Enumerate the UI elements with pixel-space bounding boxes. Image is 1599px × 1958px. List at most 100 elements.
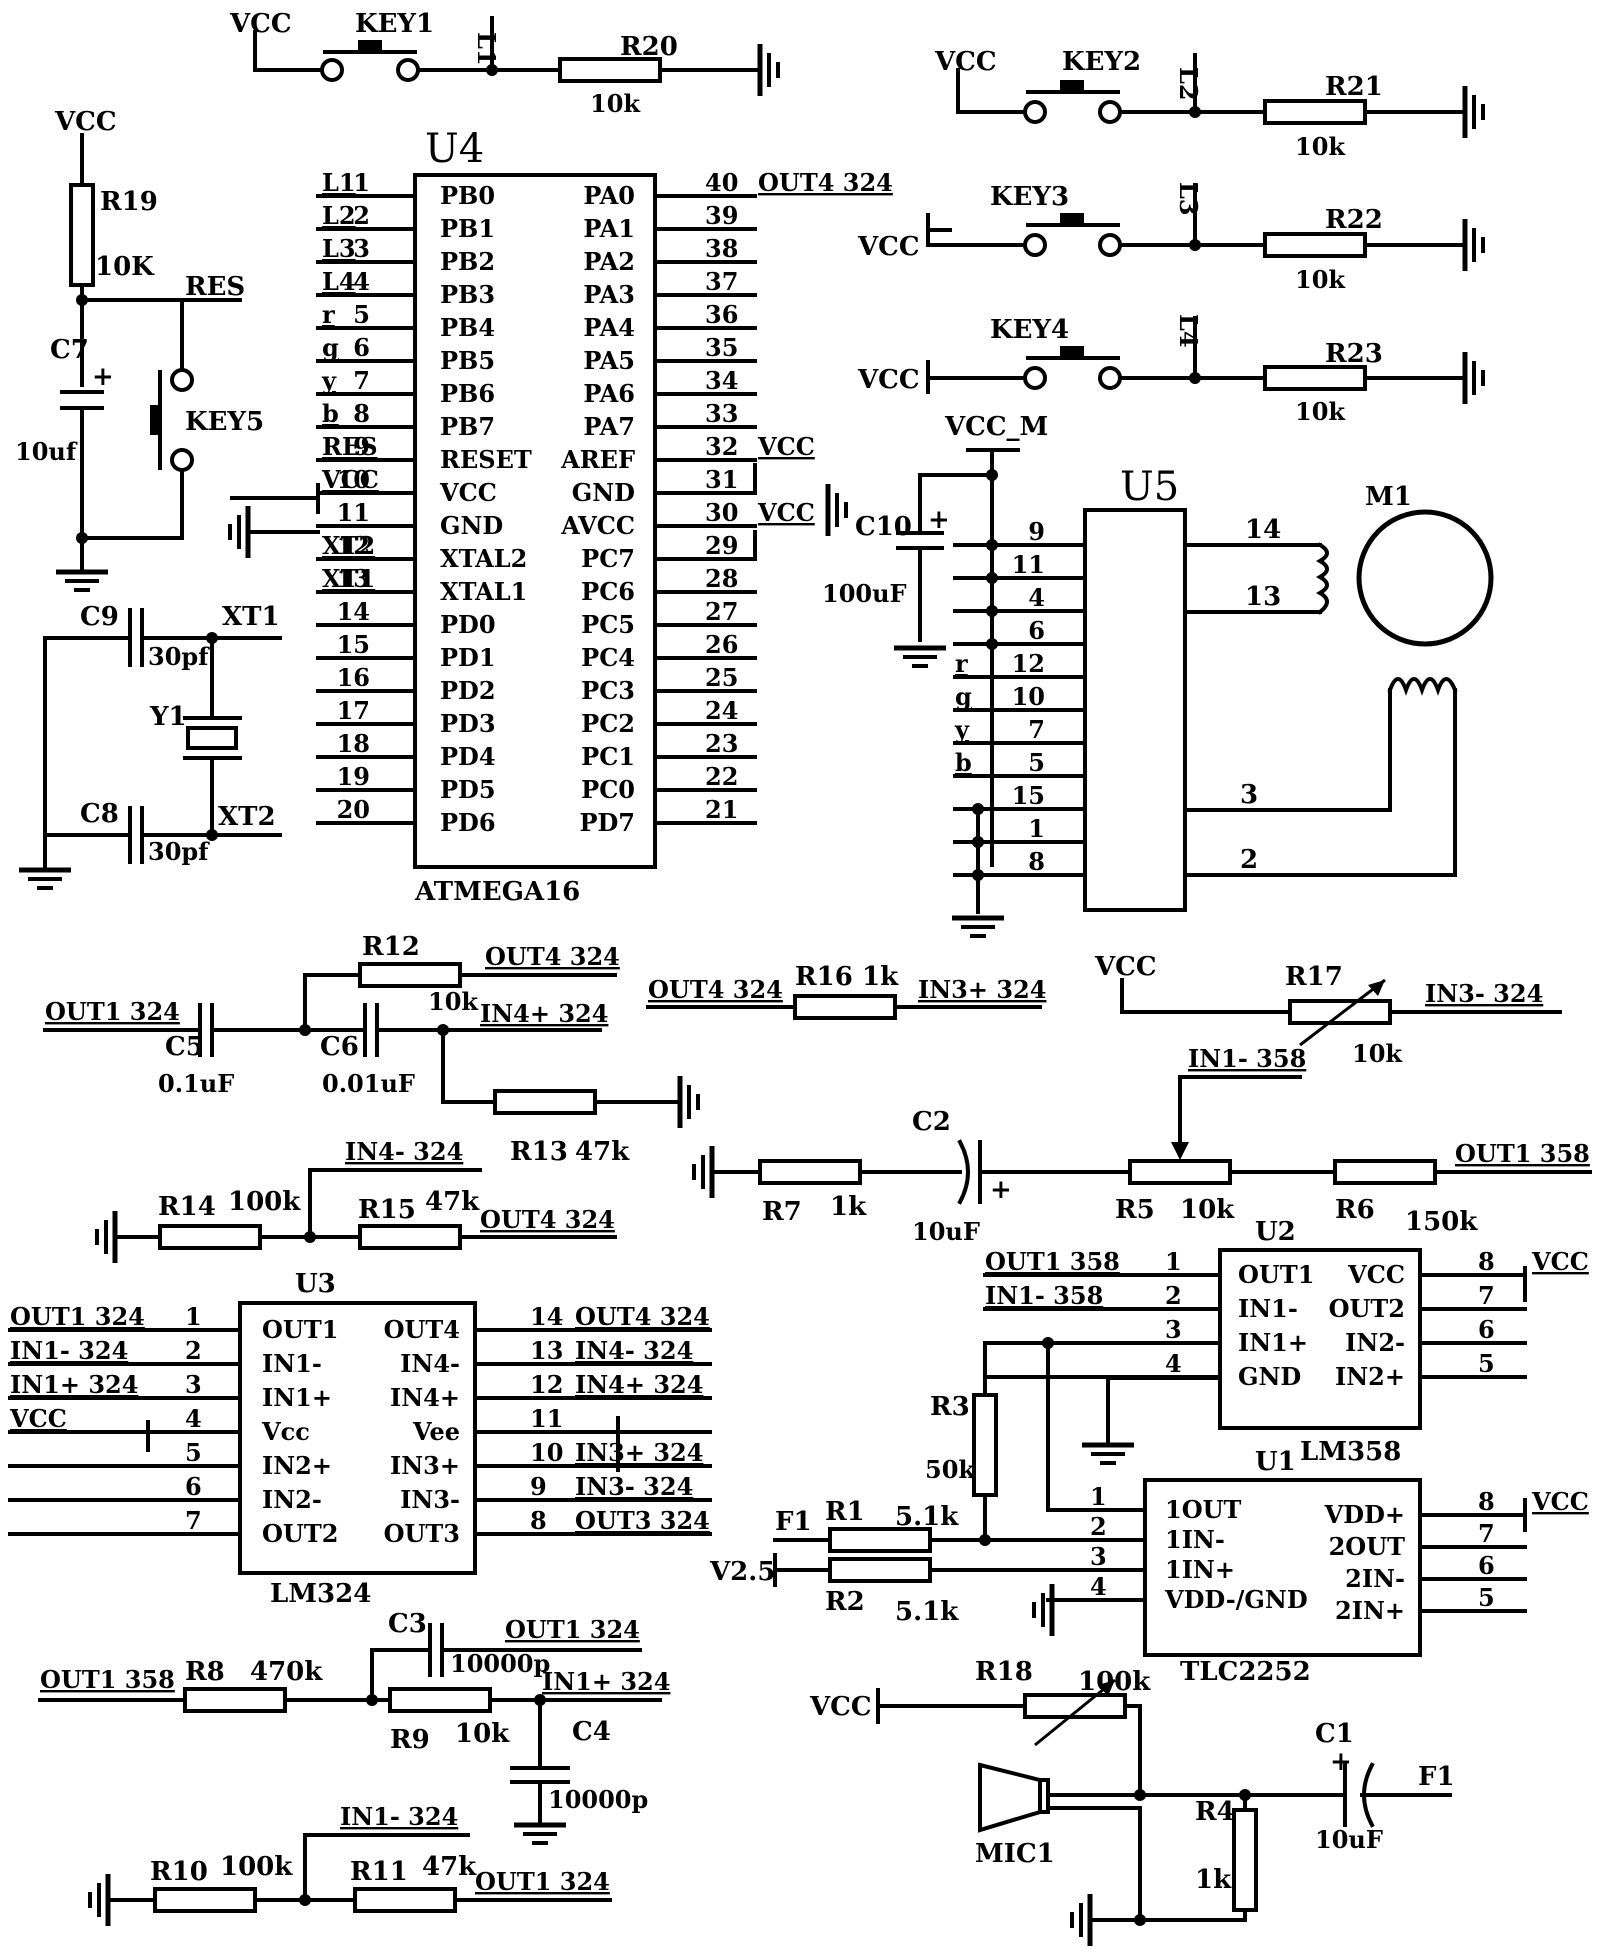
u3-right-pin-number: 8 xyxy=(530,1506,547,1535)
c4-label: C4 xyxy=(572,1717,611,1747)
svg-text:+: + xyxy=(92,362,114,392)
u2-left-pin-number: 4 xyxy=(1165,1349,1182,1378)
u4-left-pin-number: 12 xyxy=(337,531,370,560)
r18-label: R18 xyxy=(975,1657,1033,1687)
u1-left-pin-name: VDD-/GND xyxy=(1164,1585,1308,1614)
reset-circuit: VCC R19 10K RES C7 + 10uf KEY5 xyxy=(15,107,264,590)
u4-right-pin-number: 26 xyxy=(705,630,738,659)
u3-left-pin-number: 1 xyxy=(185,1302,202,1331)
r21-label: R21 xyxy=(1325,72,1383,102)
key4-circuit: VCC KEY4 L4 R23 10k xyxy=(857,314,1483,426)
u5-pin-13: 13 xyxy=(1245,582,1281,612)
u3-right-pin-number: 9 xyxy=(530,1472,547,1501)
u5-pin-2: 2 xyxy=(1240,845,1258,875)
u4-right-pin-name: PD7 xyxy=(579,808,635,837)
reset-vcc-label: VCC xyxy=(54,107,117,137)
r16-value: 1k xyxy=(862,962,899,992)
u5-left-pin-net: r xyxy=(955,649,968,678)
key3-line-label: L3 xyxy=(1174,182,1203,216)
u4-left-pin-net: y xyxy=(321,366,337,395)
u4-left-pin-number: 16 xyxy=(337,663,370,692)
u4-left-pin-number: 10 xyxy=(337,465,370,494)
r9-value: 10k xyxy=(455,1719,510,1749)
u3-left-pin-net: VCC xyxy=(9,1404,67,1433)
c9-label: C9 xyxy=(80,602,119,632)
u4-left-pin-net: L2 xyxy=(322,201,356,230)
filter2-net-label: IN1+ 324 xyxy=(542,1667,670,1696)
r6-value: 150k xyxy=(1405,1207,1478,1237)
filter2-in-label: OUT1 358 xyxy=(40,1665,175,1694)
key4-label: KEY4 xyxy=(990,315,1069,345)
u4-left-pin-number: 6 xyxy=(353,333,370,362)
u3-right-pin-name: IN3- xyxy=(400,1485,460,1514)
u4-right-pin-name: PC6 xyxy=(581,577,635,606)
u5-left-pin-number: 11 xyxy=(1012,550,1045,579)
c1-label: C1 xyxy=(1315,1719,1354,1749)
key2-line-label: L2 xyxy=(1174,67,1203,101)
u4-left-pin-name: VCC xyxy=(439,478,497,507)
u5-left-pin-number: 9 xyxy=(1028,517,1045,546)
u3-left-pin-number: 3 xyxy=(185,1370,202,1399)
u4-right-pin-number: 24 xyxy=(705,696,738,725)
u3-right-pin-net: OUT4 324 xyxy=(575,1302,710,1331)
r23-value: 10k xyxy=(1295,397,1346,426)
u4-left-pin-net: L1 xyxy=(322,168,356,197)
u2-part: LM358 xyxy=(1300,1437,1401,1467)
key3-label: KEY3 xyxy=(990,182,1069,212)
u4-right-pin-number: 33 xyxy=(705,399,738,428)
xt1-label: XT1 xyxy=(222,602,280,632)
c4-value: 10000p xyxy=(548,1785,648,1814)
u4-left-pin-number: 13 xyxy=(337,564,370,593)
r7-label: R7 xyxy=(762,1197,802,1227)
c3-label: C3 xyxy=(388,1609,427,1639)
u5-left-pin-number: 8 xyxy=(1028,847,1045,876)
u4-left-pin-net: g xyxy=(322,333,339,362)
u4-left-pin-net: XT1 xyxy=(322,564,375,593)
r20-label: R20 xyxy=(620,32,678,62)
filter1-circuit: OUT1 324 C5 0.1uF C6 0.01uF R12 10k OUT4… xyxy=(43,932,698,1167)
u4-left-pin-name: PD4 xyxy=(440,742,496,771)
r19-label: R19 xyxy=(100,187,158,217)
u2-right-pin-net: VCC xyxy=(1531,1247,1589,1276)
u2-left-pin-name: GND xyxy=(1238,1362,1301,1391)
u4-right-pin-number: 28 xyxy=(705,564,738,593)
r17-value: 10k xyxy=(1352,1039,1403,1068)
u4-right-pin-name: PA0 xyxy=(583,181,635,210)
u5-left-pin-number: 4 xyxy=(1028,583,1045,612)
u1-left-pin-number: 2 xyxy=(1090,1512,1107,1541)
u4-right-pin-number: 29 xyxy=(705,531,738,560)
u3-right-pin-net: IN3- 324 xyxy=(575,1472,693,1501)
motor-label: M1 xyxy=(1365,482,1412,512)
gain4-net-label: IN4- 324 xyxy=(345,1137,463,1166)
r15-label: R15 xyxy=(358,1195,416,1225)
key1-vcc-label: VCC xyxy=(229,9,292,39)
u1-left-pin-name: 1IN- xyxy=(1165,1525,1225,1554)
svg-text:+: + xyxy=(990,1175,1012,1205)
u4-left-pin-number: 14 xyxy=(337,597,370,626)
c2-label: C2 xyxy=(912,1107,951,1137)
u4-right-pin-number: 25 xyxy=(705,663,738,692)
u2-left-pin-name: IN1+ xyxy=(1238,1328,1308,1357)
key4-line-label: L4 xyxy=(1174,314,1203,348)
r5-out-label: OUT1 358 xyxy=(1455,1139,1590,1168)
u4-left-pin-name: PB2 xyxy=(440,247,495,276)
u5-left-pin-net: g xyxy=(955,682,972,711)
u4-left-pin-name: XTAL2 xyxy=(440,544,527,573)
gain4-out-label: OUT4 324 xyxy=(480,1205,615,1234)
u4-left-pin-name: PB4 xyxy=(440,313,495,342)
u5-ref: U5 xyxy=(1120,464,1179,510)
u4-left-pin-number: 19 xyxy=(337,762,370,791)
u3-left-pin-number: 7 xyxy=(185,1506,202,1535)
key2-label: KEY2 xyxy=(1062,47,1141,77)
u4-left-pin-name: PD2 xyxy=(440,676,496,705)
gain1-circuit: IN1- 324 R10 100k R11 47k OUT1 324 xyxy=(90,1802,612,1926)
u4-body xyxy=(413,173,657,869)
u5-left-pin-net: b xyxy=(955,748,972,777)
u3-right-pin-number: 11 xyxy=(530,1404,563,1433)
u5-left-pin-number: 10 xyxy=(1012,682,1045,711)
u4-right-pin-name: PA5 xyxy=(583,346,635,375)
